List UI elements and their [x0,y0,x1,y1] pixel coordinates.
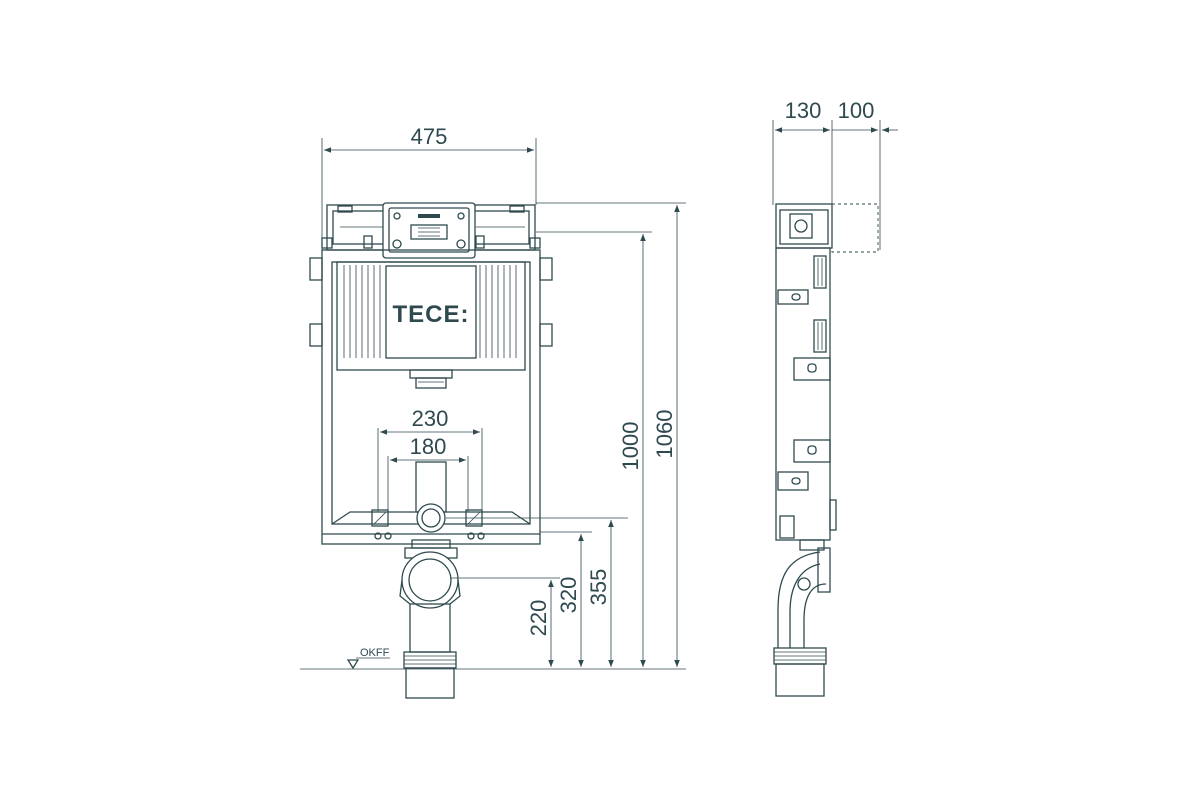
floor-reference: OKFF [300,647,686,670]
cistern-ribs-left [343,265,381,358]
front-view: TECE: [300,124,686,699]
brand-logo: TECE: [393,301,470,328]
dim-355: 355 [446,517,628,667]
dim-outer-spacing: 230 [377,406,483,512]
dim-height-total: 1060 [536,202,686,667]
dim-height-frame: 1000 [536,231,652,667]
dim-offset-label: 100 [838,98,875,123]
dim-inner-spacing: 180 [387,434,469,512]
dim-320-label: 320 [556,577,581,614]
flush-actuator-frame [382,202,476,259]
side-drain [773,539,831,697]
cistern-ribs-right [479,265,517,358]
dim-height-total-label: 1060 [652,410,677,459]
dim-220-label: 220 [526,600,551,637]
dim-outer-spacing-label: 230 [412,406,449,431]
side-frame [775,203,837,541]
dim-width-label: 475 [411,124,448,149]
drain-pipe [399,539,461,699]
dim-320: 320 [540,531,592,667]
dim-220: 220 [450,577,560,667]
dim-depth: 130 100 [772,98,898,250]
side-view: 130 100 [772,98,898,697]
dim-width: 475 [321,124,537,250]
dim-height-frame-label: 1000 [618,422,643,471]
dim-inner-spacing-label: 180 [410,434,447,459]
installation-frame: TECE: [309,249,553,545]
floor-label: OKFF [360,647,390,659]
dim-355-label: 355 [586,569,611,606]
actuator-projection [831,203,879,253]
dim-depth-label: 130 [785,98,822,123]
